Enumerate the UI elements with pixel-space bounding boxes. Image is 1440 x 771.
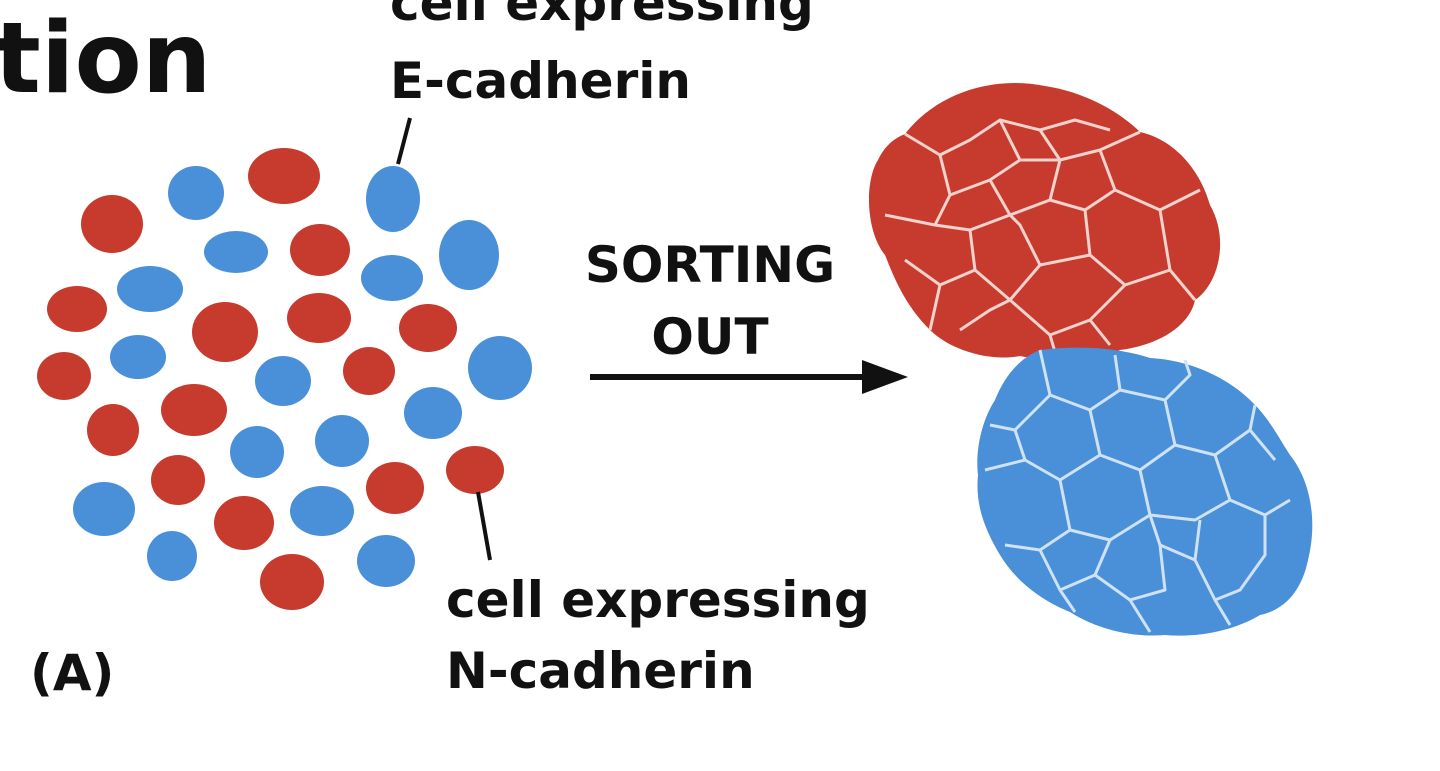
n-cadherin-cell bbox=[151, 455, 205, 505]
e-cadherin-cell bbox=[468, 336, 532, 400]
sorting-arrow bbox=[590, 360, 908, 394]
n-cadherin-cell bbox=[37, 352, 91, 400]
e-cadherin-cell bbox=[361, 255, 423, 301]
n-cadherin-cell bbox=[192, 302, 258, 362]
e-cadherin-cells bbox=[73, 166, 532, 587]
n-cadherin-cell bbox=[287, 293, 351, 343]
n-cadherin-cell bbox=[47, 286, 107, 332]
e-cadherin-cell bbox=[357, 535, 415, 587]
e-cadherin-label-line1: cell expressing bbox=[390, 0, 814, 32]
title-fragment: tion bbox=[0, 2, 212, 116]
n-cadherin-cell bbox=[248, 148, 320, 204]
n-cadherin-aggregate-outline bbox=[868, 83, 1221, 360]
e-cadherin-label-line2: E-cadherin bbox=[390, 52, 691, 110]
n-cadherin-cell bbox=[290, 224, 350, 276]
e-cadherin-cell bbox=[168, 166, 224, 220]
e-cadherin-cell bbox=[290, 486, 354, 536]
e-cadherin-cell bbox=[147, 531, 197, 581]
n-cadherin-cell bbox=[446, 446, 504, 494]
e-cadherin-cell bbox=[73, 482, 135, 536]
n-cadherin-aggregate bbox=[868, 83, 1221, 360]
e-cadherin-aggregate bbox=[977, 347, 1313, 636]
e-cadherin-leader-line bbox=[396, 117, 412, 165]
e-cadherin-cell bbox=[204, 231, 268, 273]
n-cadherin-cell bbox=[399, 304, 457, 352]
n-cadherin-label-line1: cell expressing bbox=[446, 571, 870, 629]
e-cadherin-cell bbox=[366, 166, 420, 232]
e-cadherin-cell bbox=[315, 415, 369, 467]
process-label-line1: SORTING bbox=[585, 236, 835, 294]
e-cadherin-cell bbox=[255, 356, 311, 406]
e-cadherin-cell bbox=[439, 220, 499, 290]
n-cadherin-cell bbox=[366, 462, 424, 514]
e-cadherin-cell bbox=[117, 266, 183, 312]
n-cadherin-cell bbox=[81, 195, 143, 253]
n-cadherin-cell bbox=[214, 496, 274, 550]
n-cadherin-label-line2: N-cadherin bbox=[446, 642, 755, 700]
n-cadherin-cell bbox=[87, 404, 139, 456]
e-cadherin-cell bbox=[230, 426, 284, 478]
mixed-cell-population bbox=[37, 148, 532, 610]
panel-label: (A) bbox=[30, 644, 114, 702]
n-cadherin-leader-line bbox=[476, 491, 492, 561]
process-label-line2: OUT bbox=[651, 308, 768, 366]
n-cadherin-cell bbox=[260, 554, 324, 610]
n-cadherin-cell bbox=[161, 384, 227, 436]
n-cadherin-cells bbox=[37, 148, 504, 610]
n-cadherin-cell bbox=[343, 347, 395, 395]
e-cadherin-cell bbox=[110, 335, 166, 379]
e-cadherin-cell bbox=[404, 387, 462, 439]
